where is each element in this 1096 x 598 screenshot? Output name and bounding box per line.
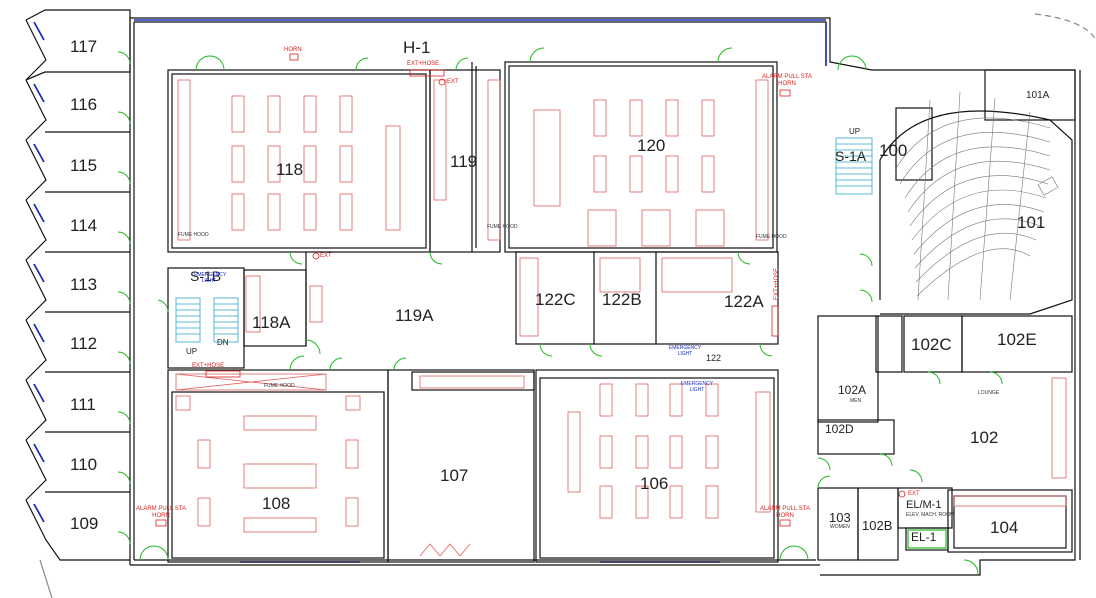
emergency-light-106: EMERGENCY LIGHT — [680, 381, 714, 393]
room-114-label: 114 — [70, 216, 98, 235]
room-118-label: 118 — [276, 160, 304, 179]
room-108-label: 108 — [262, 494, 291, 513]
room-119a-label: 119A — [395, 306, 434, 325]
auditorium-seating — [894, 91, 1059, 301]
perimeter-windows — [134, 19, 827, 563]
room-101a-label: 101A — [1026, 90, 1050, 101]
room-122c-label: 122C — [535, 290, 576, 309]
fume-hood-label-107: FUME HOOD — [264, 383, 295, 389]
elev-mach-room-label: ELEV. MACH. ROOM — [906, 512, 955, 518]
stair-s1b-label: S-1B — [190, 268, 222, 284]
room-118a-label: 118A — [252, 313, 291, 332]
interior-walls — [167, 61, 1076, 563]
room-110-label: 110 — [70, 455, 98, 474]
west-offices — [25, 9, 131, 561]
ext-label-119a: EXT — [320, 253, 332, 259]
room-122a-label: 122A — [724, 292, 764, 311]
stair-s1a-label: S-1A — [835, 148, 867, 164]
room-106-label: 106 — [640, 474, 669, 493]
emergency-light-s1b: EMERGENCY LIGHT — [194, 272, 227, 284]
room-102e-label: 102E — [997, 330, 1037, 349]
room-120-label: 120 — [637, 136, 666, 155]
room-122b-label: 122B — [602, 290, 642, 309]
stair-up-label-s1b: UP — [186, 347, 198, 356]
elevator-box — [907, 529, 947, 549]
horn-se-text: HORN — [776, 513, 794, 519]
horn-ne-text: HORN — [778, 81, 796, 87]
fume-hood-label-120: FUME HOOD — [756, 234, 787, 240]
room-107-label: 107 — [440, 466, 469, 485]
ext-hose-label-108: EXT+HOSE — [192, 363, 225, 369]
ext-hose-label-122a: EXT+HOSE — [774, 267, 780, 300]
room-102-label: 102 — [970, 428, 999, 447]
room-113-label: 113 — [70, 275, 98, 294]
lab-furniture — [175, 79, 1067, 557]
annotation-symbols — [155, 53, 906, 527]
room-104-label: 104 — [990, 518, 1019, 537]
room-112-label: 112 — [70, 334, 98, 353]
horn-sw-text: HORN — [152, 513, 170, 519]
elevator-machine-room-label: EL/M-1 — [906, 499, 942, 511]
doors[interactable] — [139, 47, 1003, 575]
room-102c-label: 102C — [911, 335, 952, 354]
stair-down-label-s1b: DN — [217, 338, 229, 347]
stairs — [175, 137, 873, 343]
room-102d-label: 102D — [825, 422, 854, 436]
room-103-label: 103 — [829, 510, 851, 525]
west-office-windows — [33, 21, 45, 523]
room-122-label: 122 — [706, 353, 722, 363]
lounge-label: LOUNGE — [978, 390, 1000, 396]
emergency-light-122: EMERGENCY LIGHT — [668, 345, 702, 357]
alarm-pull-station-ne-text: ALARM PULL STA — [762, 74, 813, 80]
plan-title: H-1 — [403, 38, 431, 57]
ext-hose-label-north: EXT+HOSE — [407, 61, 440, 67]
room-102a-label: 102A — [838, 383, 867, 397]
room-102b-label: 102B — [862, 518, 893, 533]
ext-label-119: EXT — [447, 79, 459, 85]
room-111-label: 111 — [70, 395, 96, 414]
men-label: MEN — [850, 398, 862, 404]
alarm-pull-station-se: ALARM PULL STA HORN — [760, 506, 810, 520]
room-115-label: 115 — [70, 156, 98, 175]
alarm-pull-station-sw-text: ALARM PULL STA — [136, 506, 187, 512]
alarm-pull-station-ne: ALARM PULL STA HORN — [762, 74, 812, 88]
room-119-label: 119 — [450, 152, 478, 171]
room-117-label: 117 — [70, 37, 98, 56]
room-116-label: 116 — [70, 95, 98, 114]
fume-hood-label-118: FUME HOOD — [178, 232, 209, 238]
room-101-label: 101 — [1017, 213, 1046, 232]
alarm-pull-station-se-text: ALARM PULL STA — [760, 506, 811, 512]
ext-label-elm1: EXT — [908, 491, 920, 497]
horn-label-north: HORN — [284, 47, 302, 53]
elevator-label: EL-1 — [911, 530, 937, 544]
west-office-doors[interactable] — [117, 51, 131, 545]
fume-hood-label-119: FUME HOOD — [487, 224, 518, 230]
alarm-pull-station-sw: ALARM PULL STA HORN — [136, 506, 186, 520]
women-label: WOMEN — [830, 524, 850, 530]
room-109-label: 109 — [70, 514, 99, 533]
room-100-label: 100 — [879, 141, 908, 160]
stair-up-label-s1a: UP — [849, 127, 861, 136]
